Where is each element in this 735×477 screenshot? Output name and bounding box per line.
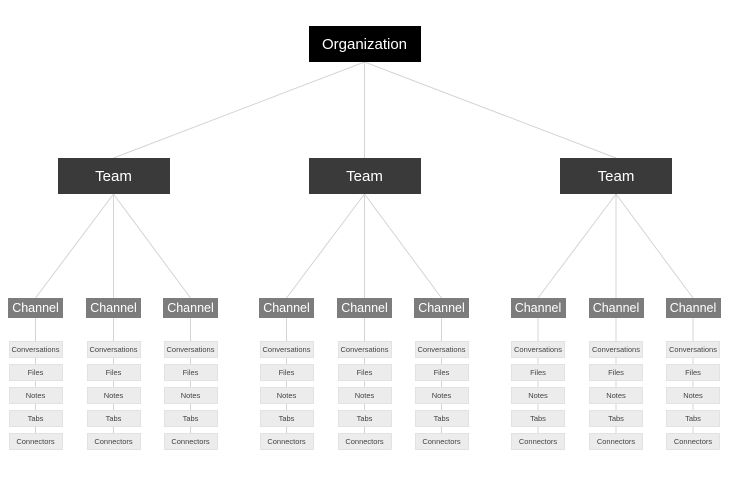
channel-feature-connectors: Connectors (589, 433, 643, 450)
channel-feature-files: Files (8, 364, 63, 381)
channel-feature-notes: Notes (589, 387, 643, 404)
channel-feature-notes: Notes (511, 387, 565, 404)
channel-node: Channel (86, 298, 141, 318)
channel-feature-tabs: Tabs (259, 410, 314, 427)
channel-feature-tabs: Tabs (666, 410, 720, 427)
channel-feature-conversations: Conversations (163, 341, 218, 358)
channel-feature-files: Files (259, 364, 314, 381)
channel-feature-conversations: Conversations (511, 341, 565, 358)
channel-feature-notes: Notes (414, 387, 469, 404)
channel-node: Channel (510, 298, 566, 318)
channel-feature-connectors: Connectors (511, 433, 565, 450)
org-to-team-line (364, 61, 617, 159)
channel-feature-files: Files (666, 364, 720, 381)
channel-feature-files: Files (511, 364, 565, 381)
team-to-channel-line (537, 193, 617, 299)
channel-feature-files: Files (163, 364, 218, 381)
channel-feature-files: Files (337, 364, 392, 381)
channel-node: Channel (8, 298, 63, 318)
channel-feature-notes: Notes (259, 387, 314, 404)
team-to-channel-line (286, 193, 365, 299)
channel-feature-tabs: Tabs (414, 410, 469, 427)
channel-feature-notes: Notes (8, 387, 63, 404)
channel-feature-tabs: Tabs (589, 410, 643, 427)
channel-feature-tabs: Tabs (86, 410, 141, 427)
channel-feature-conversations: Conversations (414, 341, 469, 358)
channel-feature-connectors: Connectors (414, 433, 469, 450)
org-to-team-line (113, 61, 365, 159)
channel-feature-notes: Notes (86, 387, 141, 404)
channel-node: Channel (665, 298, 721, 318)
channel-feature-connectors: Connectors (666, 433, 720, 450)
channel-feature-connectors: Connectors (86, 433, 141, 450)
channel-feature-tabs: Tabs (511, 410, 565, 427)
channel-feature-conversations: Conversations (259, 341, 314, 358)
channel-node: Channel (163, 298, 218, 318)
channel-node: Channel (259, 298, 314, 318)
channel-feature-conversations: Conversations (337, 341, 392, 358)
channel-feature-tabs: Tabs (163, 410, 218, 427)
channel-feature-notes: Notes (666, 387, 720, 404)
team-node: Team (560, 158, 672, 194)
channel-feature-notes: Notes (163, 387, 218, 404)
channel-feature-connectors: Connectors (163, 433, 218, 450)
channel-feature-files: Files (86, 364, 141, 381)
team-to-channel-line (35, 193, 114, 299)
channel-node: Channel (588, 298, 644, 318)
team-to-channel-line (364, 193, 442, 299)
team-to-channel-line (113, 193, 191, 299)
channel-feature-conversations: Conversations (8, 341, 63, 358)
channel-node: Channel (414, 298, 469, 318)
channel-feature-files: Files (414, 364, 469, 381)
team-to-channel-line (615, 193, 694, 299)
organization-node: Organization (308, 26, 421, 62)
channel-feature-connectors: Connectors (259, 433, 314, 450)
channel-feature-conversations: Conversations (666, 341, 720, 358)
channel-feature-connectors: Connectors (8, 433, 63, 450)
channel-feature-tabs: Tabs (8, 410, 63, 427)
channel-feature-conversations: Conversations (86, 341, 141, 358)
channel-feature-connectors: Connectors (337, 433, 392, 450)
channel-feature-conversations: Conversations (589, 341, 643, 358)
team-node: Team (57, 158, 170, 194)
channel-feature-notes: Notes (337, 387, 392, 404)
team-node: Team (308, 158, 421, 194)
channel-feature-files: Files (589, 364, 643, 381)
channel-feature-tabs: Tabs (337, 410, 392, 427)
channel-node: Channel (337, 298, 392, 318)
